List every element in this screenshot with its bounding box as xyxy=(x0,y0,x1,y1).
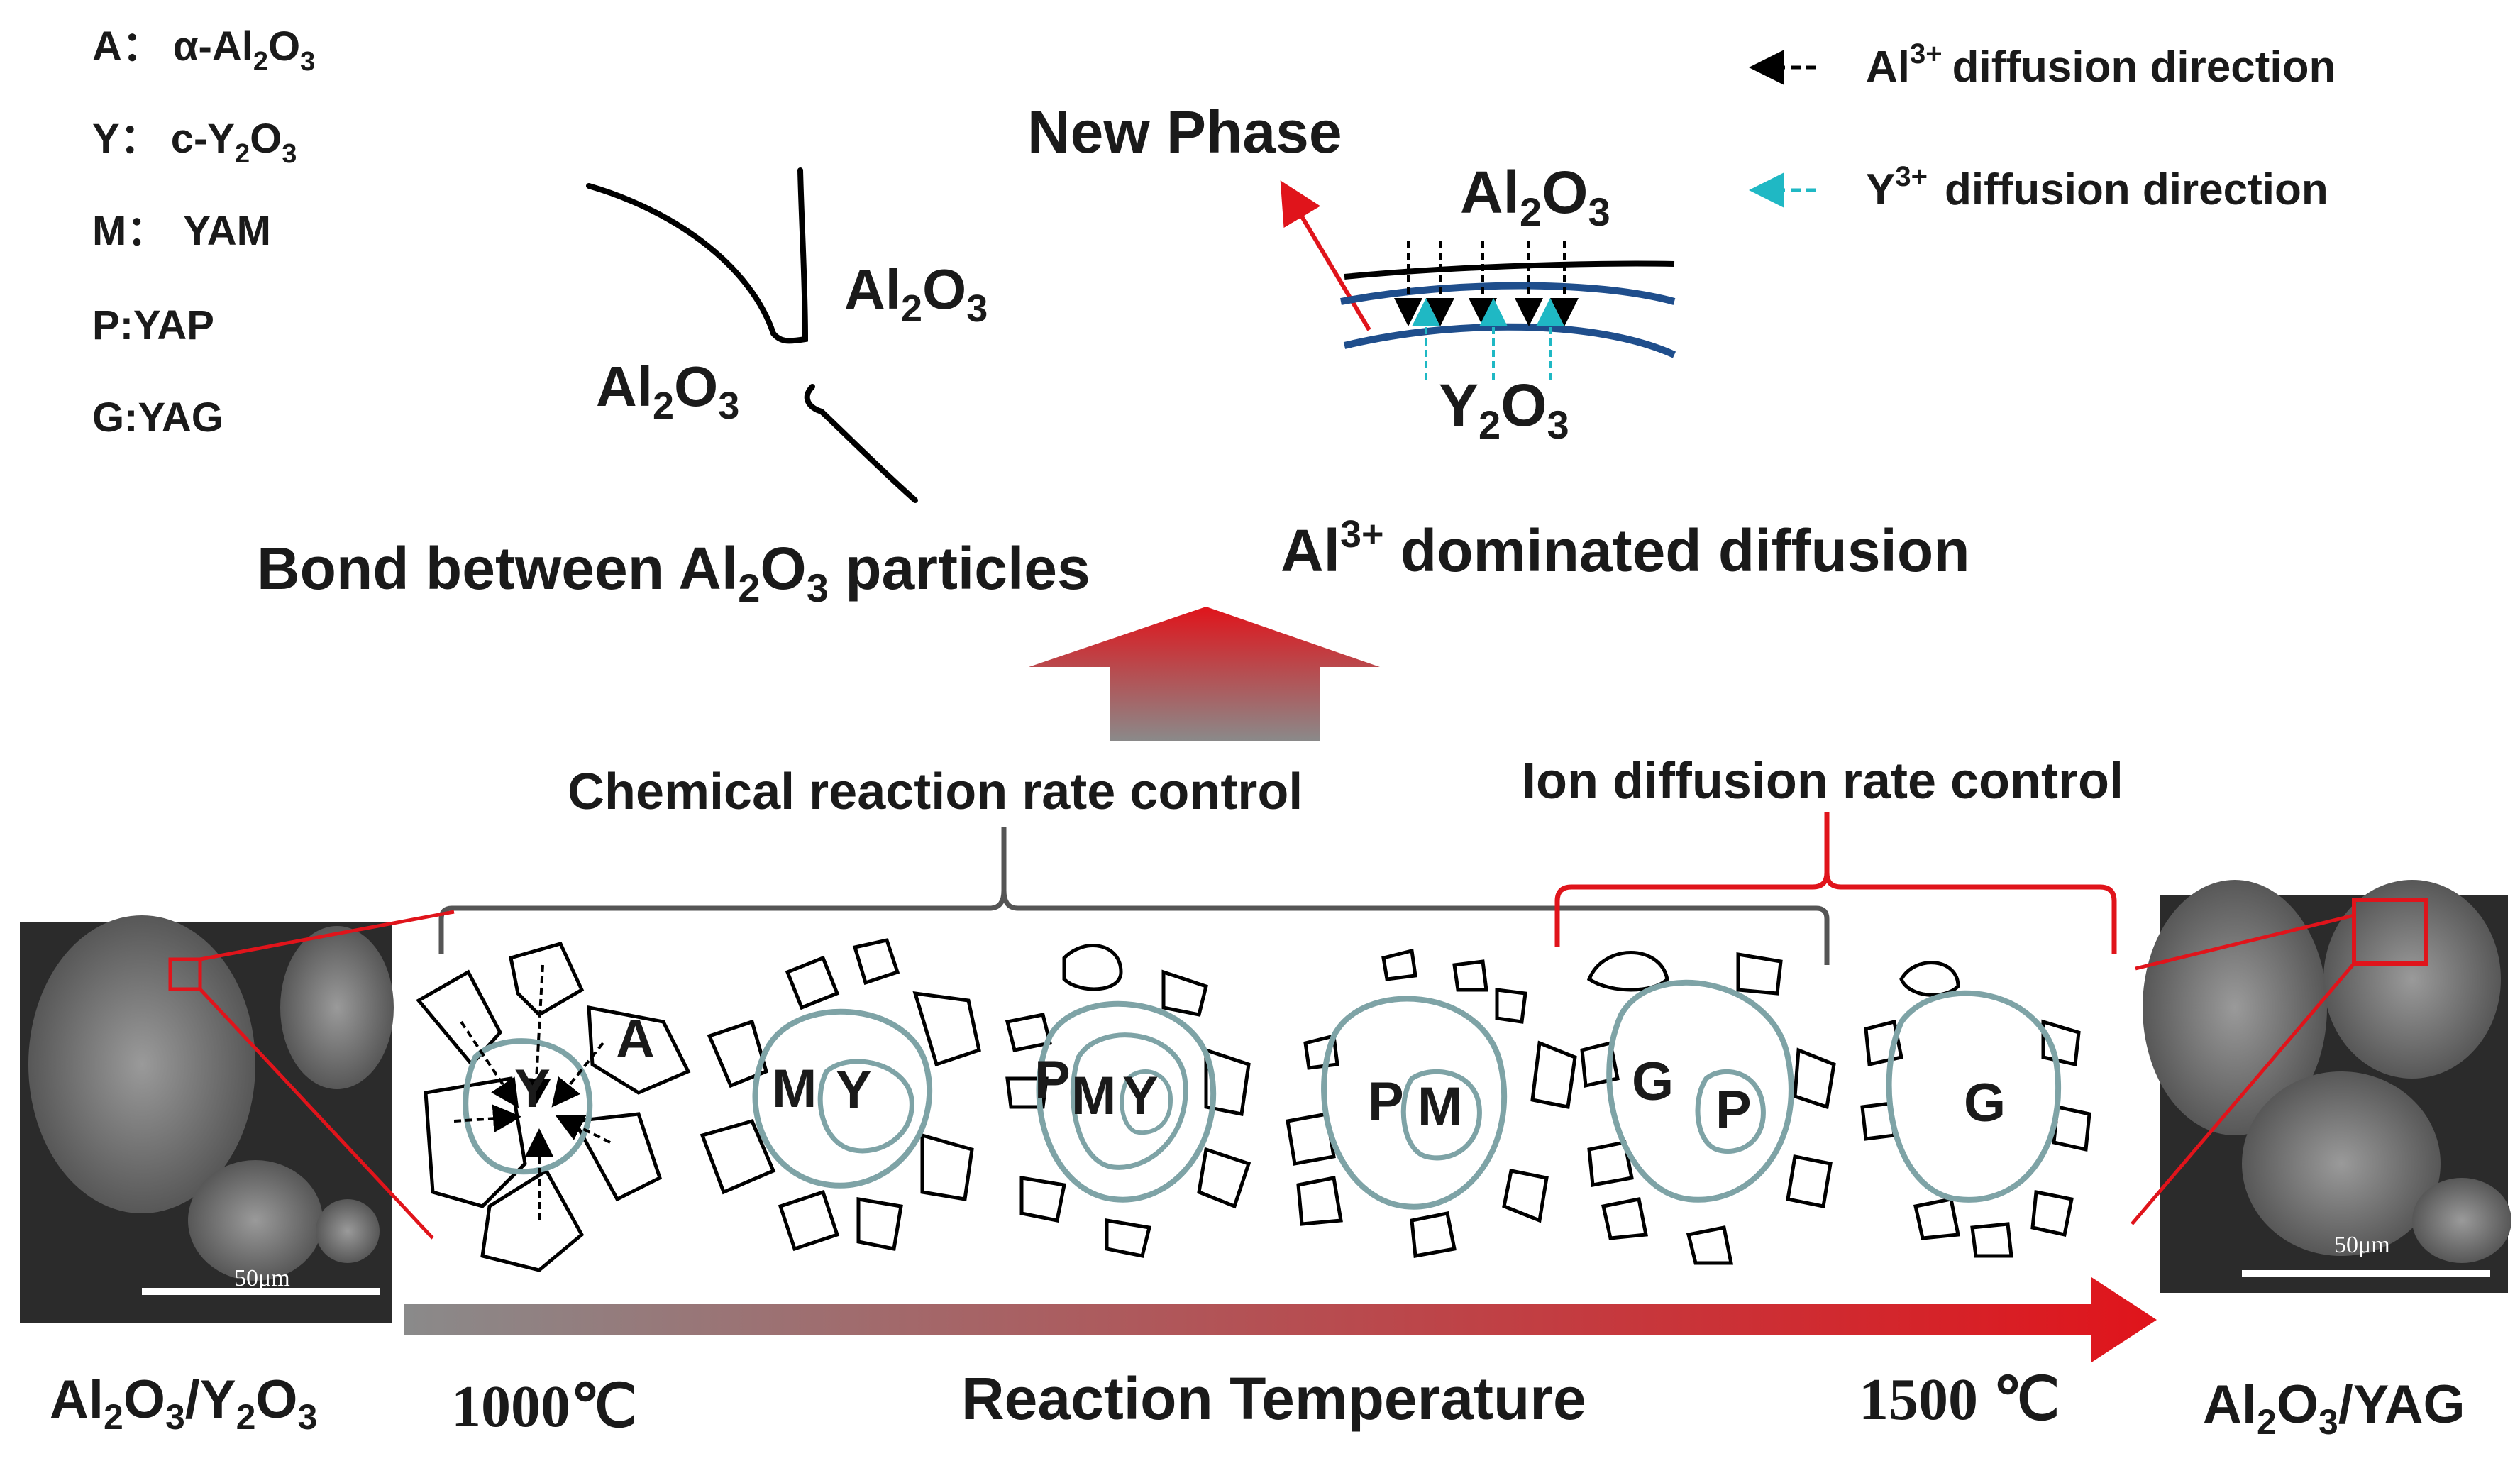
product-layer-upper xyxy=(1340,282,1676,305)
zoom-box xyxy=(2352,898,2428,966)
left-sample-caption: Al2O3/Y2O3 xyxy=(50,1369,317,1437)
y-diffusion-arrows xyxy=(1412,298,1564,380)
particle-outline-lower xyxy=(804,384,918,503)
al-dominated-caption: Al3+ dominated diffusion xyxy=(1281,513,1970,584)
left-scale-label: 50μm xyxy=(234,1265,290,1291)
stage-4-sketch xyxy=(1286,948,1577,1258)
alumina-surface-line xyxy=(1344,260,1675,280)
bond-caption: Bond between Al2O3 particles xyxy=(257,535,1090,610)
ion-control-bracket xyxy=(1554,812,2117,954)
stage-1-sketch xyxy=(416,942,691,1272)
product-layer-lower xyxy=(1343,323,1676,358)
al-diffusion-legend-label: Al3+diffusion direction xyxy=(1866,38,2336,92)
up-arrow-icon xyxy=(1029,607,1380,741)
legend-entry-y: Y：c-Y2O3 xyxy=(92,116,297,169)
y-diffusion-legend-label: Y3+diffusion direction xyxy=(1866,161,2328,214)
legend-entry-g: G:YAG xyxy=(92,395,223,441)
chemical-control-label: Chemical reaction rate control xyxy=(568,763,1303,820)
alumina-label-right: Al2O3 xyxy=(844,258,988,330)
zoom-line-top xyxy=(199,910,455,961)
stage-3-label-p: P xyxy=(1034,1050,1071,1110)
legend-entry-p: P:YAP xyxy=(92,302,214,348)
zoom-line-bottom xyxy=(199,988,434,1240)
stage-3-label-m: M xyxy=(1071,1066,1116,1126)
alumina-bond-sketch xyxy=(586,167,918,503)
right-sample-caption: Al2O3/YAG xyxy=(2203,1374,2465,1442)
stage-2-label-m: M xyxy=(772,1059,817,1119)
stage-5-label-g: G xyxy=(1632,1052,1674,1112)
temperature-axis-title: Reaction Temperature xyxy=(961,1365,1586,1432)
stage-6-sketch xyxy=(1860,961,2091,1258)
stage-2-sketch xyxy=(700,938,981,1252)
stage-1-label-a: A xyxy=(616,1009,655,1069)
stage-5-label-p: P xyxy=(1715,1080,1752,1140)
diffusion-interface xyxy=(1340,241,1676,380)
end-temperature-label: 1500 ℃ xyxy=(1859,1367,2060,1433)
abbreviation-legend: A：α-Al2O3 Y：c-Y2O3 M：YAM P:YAP G:YAG xyxy=(92,23,315,441)
legend-entry-m: M：YAM xyxy=(92,208,271,254)
stage-1-label-y: Y xyxy=(514,1059,551,1119)
diffusion-legend: Al3+diffusion direction Y3+diffusion dir… xyxy=(1749,38,2336,214)
new-phase-arrow-icon xyxy=(1280,180,1371,331)
stage-6-label-g: G xyxy=(1964,1073,2006,1133)
sem-micrograph-right: 50μm xyxy=(2143,880,2511,1293)
interface-bottom-label: Y2O3 xyxy=(1439,372,1569,447)
stage-4-label-p: P xyxy=(1368,1071,1404,1132)
particle-outline-upper xyxy=(586,167,809,344)
stage-4-label-m: M xyxy=(1418,1076,1462,1137)
al-diffusion-arrows xyxy=(1394,241,1579,326)
stage-2-label-y: Y xyxy=(836,1060,872,1120)
right-scale-label: 50μm xyxy=(2334,1232,2390,1258)
new-phase-label: New Phase xyxy=(1027,99,1342,165)
chemical-control-bracket xyxy=(438,827,1830,965)
stage-3-label-y: Y xyxy=(1122,1066,1159,1126)
stage-3-sketch xyxy=(1005,944,1251,1258)
legend-entry-a: A：α-Al2O3 xyxy=(92,23,315,77)
stage-5-sketch xyxy=(1580,951,1836,1265)
zoom-box xyxy=(168,957,202,991)
zoom-line-top xyxy=(2135,913,2355,971)
ion-control-label: Ion diffusion rate control xyxy=(1522,753,2123,810)
zoom-line-bottom xyxy=(2131,962,2355,1225)
alumina-label-left: Al2O3 xyxy=(596,355,739,427)
interface-top-label: Al2O3 xyxy=(1460,159,1610,234)
start-temperature-label: 1000℃ xyxy=(451,1374,637,1440)
sem-micrograph-left: 50μm xyxy=(20,915,394,1323)
temperature-axis-arrow xyxy=(404,1277,2157,1362)
